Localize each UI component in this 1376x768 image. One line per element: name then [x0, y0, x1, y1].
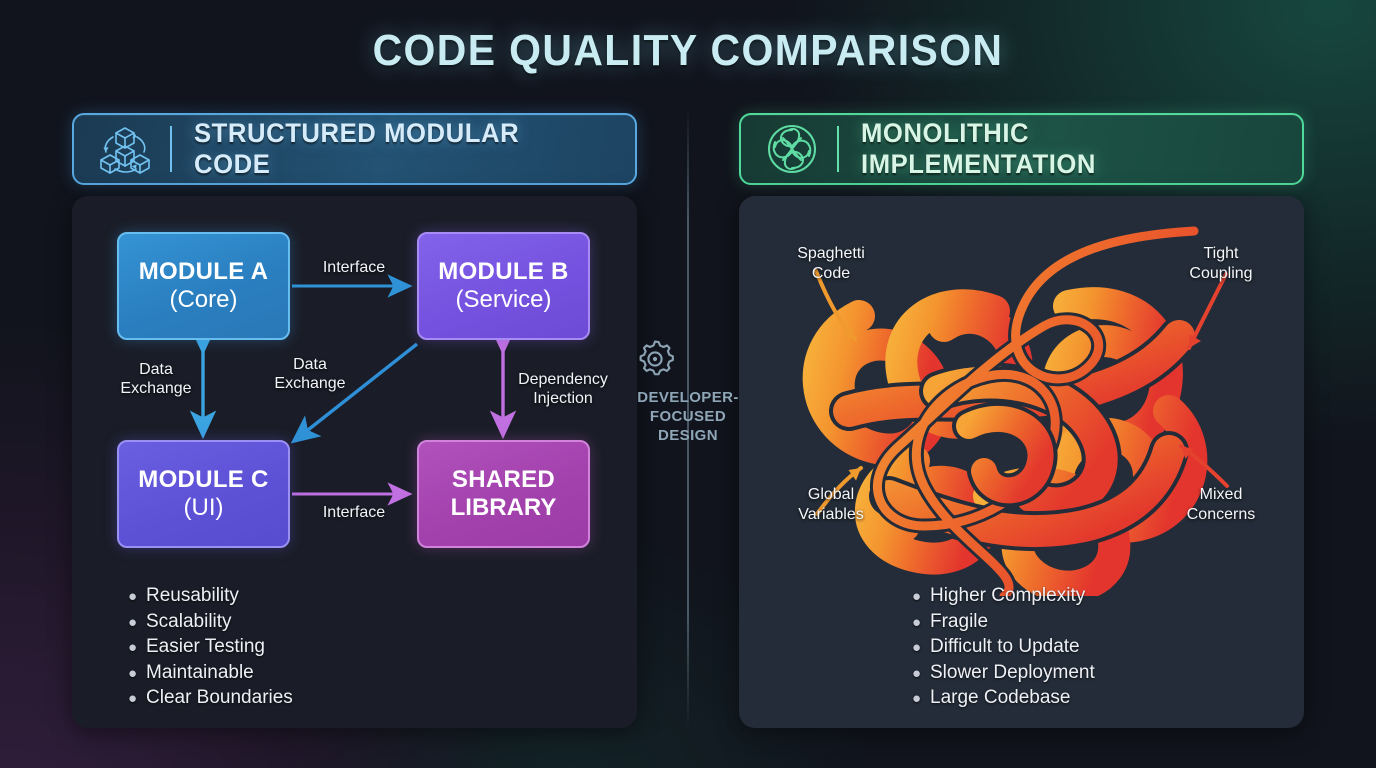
center-divider-line — [687, 108, 689, 728]
module-c-box[interactable]: MODULE C (UI) — [117, 440, 290, 548]
callout-mixed-concerns-line2: Concerns — [1186, 506, 1256, 523]
drawback-label: Fragile — [930, 610, 989, 632]
gear-icon — [632, 336, 744, 382]
spaghetti-knot-graphic — [739, 196, 1304, 596]
callout-global-variables: Global Variables — [770, 485, 892, 525]
module-c-title: MODULE C — [138, 466, 269, 494]
list-item: ● Large Codebase — [912, 686, 1095, 712]
list-item: ● Scalability — [128, 610, 293, 636]
right-header-divider — [837, 126, 839, 172]
drawback-label: Large Codebase — [930, 687, 1071, 708]
list-item: ● Maintainable — [128, 661, 293, 687]
edge-label-data-exchange-mid: Data Exchange — [258, 355, 362, 393]
tangled-knot-icon — [761, 121, 823, 177]
center-badge-line3: DESIGN — [658, 427, 718, 444]
edge-label-dependency-injection-line2: Injection — [533, 390, 593, 407]
list-item: ● Fragile — [912, 610, 1095, 636]
benefit-label: Clear Boundaries — [146, 687, 293, 708]
callout-spaghetti-code-line2: Code — [811, 265, 851, 282]
benefit-label: Reusability — [146, 585, 239, 606]
callout-global-variables-line1: Global — [807, 486, 855, 503]
center-badge-line2: FOCUSED — [649, 408, 727, 425]
module-b-subtitle: (Service) — [455, 286, 552, 313]
stacked-cubes-icon — [94, 121, 156, 177]
bullet-icon: ● — [128, 690, 138, 707]
shared-library-subtitle: LIBRARY — [450, 494, 557, 521]
callout-mixed-concerns: Mixed Concerns — [1160, 485, 1282, 525]
callout-tight-coupling-line1: Tight — [1203, 245, 1239, 262]
edge-label-dependency-injection: Dependency Injection — [505, 370, 621, 408]
edge-label-interface-top: Interface — [322, 259, 386, 276]
module-a-box[interactable]: MODULE A (Core) — [117, 232, 290, 340]
drawback-label: Slower Deployment — [930, 661, 1095, 683]
left-header-divider — [170, 126, 172, 172]
edge-label-dependency-injection-line1: Dependency — [518, 371, 608, 388]
left-header-title: STRUCTURED MODULAR CODE — [194, 118, 520, 179]
bullet-icon: ● — [912, 664, 922, 682]
list-item: ● Slower Deployment — [912, 661, 1095, 687]
drawbacks-list: ● Higher Complexity ● Fragile ● Difficult t… — [912, 584, 1095, 712]
callout-mixed-concerns-line1: Mixed — [1199, 486, 1243, 503]
bullet-icon: ● — [912, 613, 922, 631]
benefit-label: Easier Testing — [146, 636, 265, 657]
bullet-icon: ● — [912, 588, 922, 605]
edge-label-data-exchange-left-line1: Data — [139, 361, 173, 378]
module-b-title: MODULE B — [438, 258, 569, 286]
drawback-label: Difficult to Update — [930, 636, 1080, 657]
module-a-title: MODULE A — [138, 258, 269, 286]
bullet-icon: ● — [128, 639, 138, 656]
list-item: ● Difficult to Update — [912, 635, 1095, 661]
callout-tight-coupling-line2: Coupling — [1189, 265, 1253, 282]
list-item: ● Clear Boundaries — [128, 686, 293, 712]
left-panel-header: STRUCTURED MODULAR CODE — [72, 113, 637, 185]
module-c-subtitle: (UI) — [183, 494, 224, 521]
benefit-label: Maintainable — [146, 661, 254, 683]
module-b-box[interactable]: MODULE B (Service) — [417, 232, 590, 340]
list-item: ● Reusability — [128, 584, 293, 610]
drawback-label: Higher Complexity — [930, 585, 1086, 606]
shared-library-box[interactable]: SHARED LIBRARY — [417, 440, 590, 548]
benefits-list: ● Reusability ● Scalability ● Easier Testin… — [128, 584, 293, 712]
callout-global-variables-line2: Variables — [798, 506, 864, 523]
right-header-title: MONOLITHIC IMPLEMENTATION — [861, 118, 1097, 179]
bullet-icon: ● — [912, 690, 922, 707]
right-panel-header: MONOLITHIC IMPLEMENTATION — [739, 113, 1304, 185]
list-item: ● Easier Testing — [128, 635, 293, 661]
edge-label-data-exchange-left-line2: Exchange — [120, 380, 192, 397]
bullet-icon: ● — [128, 613, 138, 631]
center-badge: DEVELOPER- FOCUSED DESIGN — [632, 322, 744, 482]
bullet-icon: ● — [128, 588, 138, 605]
callout-spaghetti-code-line1: Spaghetti — [797, 245, 865, 262]
callout-spaghetti-code: Spaghetti Code — [770, 244, 892, 284]
list-item: ● Higher Complexity — [912, 584, 1095, 610]
edge-label-data-exchange-mid-line2: Exchange — [274, 375, 346, 392]
benefit-label: Scalability — [146, 610, 232, 632]
bullet-icon: ● — [128, 664, 138, 682]
module-connector-arrows — [189, 274, 517, 506]
bullet-icon: ● — [912, 639, 922, 656]
center-badge-line1: DEVELOPER- — [637, 389, 739, 406]
shared-library-title: SHARED — [451, 466, 556, 494]
page-title: CODE QUALITY COMPARISON — [372, 26, 1004, 75]
edge-label-data-exchange-mid-line1: Data — [293, 356, 327, 373]
module-a-subtitle: (Core) — [169, 286, 238, 313]
edge-label-interface-bottom: Interface — [322, 504, 386, 521]
callout-tight-coupling: Tight Coupling — [1160, 244, 1282, 284]
edge-label-data-exchange-left: Data Exchange — [108, 360, 204, 398]
